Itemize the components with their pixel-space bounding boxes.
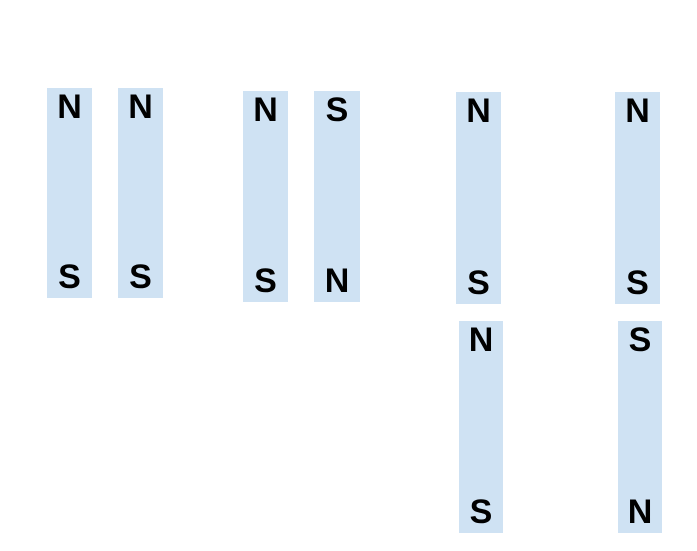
pole-label-bottom: S xyxy=(626,264,649,302)
magnet-pair1-right: N S xyxy=(118,88,163,298)
magnet-pair2-left: N S xyxy=(243,91,288,302)
pole-label-top: S xyxy=(325,91,349,129)
pole-label-top: N xyxy=(466,92,491,130)
magnet-pair2-right: S N xyxy=(314,91,360,302)
pole-label-top: N xyxy=(253,91,278,129)
pole-label-bottom: N xyxy=(324,262,350,300)
pole-label-bottom: N xyxy=(627,493,653,531)
pole-label-bottom: S xyxy=(254,262,277,300)
magnet-stack2-bottom: S N xyxy=(618,321,662,533)
magnet-stack1-top: N S xyxy=(456,92,501,304)
pole-label-top: N xyxy=(128,88,153,126)
magnet-stack1-bottom: N S xyxy=(459,321,503,533)
pole-label-bottom: S xyxy=(129,258,152,296)
pole-label-top: N xyxy=(57,88,82,126)
pole-label-bottom: S xyxy=(467,264,490,302)
pole-label-top: N xyxy=(625,92,650,130)
pole-label-top: N xyxy=(468,321,494,359)
pole-label-bottom: S xyxy=(469,493,493,531)
pole-label-top: S xyxy=(628,321,652,359)
magnet-pair1-left: N S xyxy=(47,88,92,298)
magnet-stack2-top: N S xyxy=(615,92,660,304)
pole-label-bottom: S xyxy=(58,258,81,296)
